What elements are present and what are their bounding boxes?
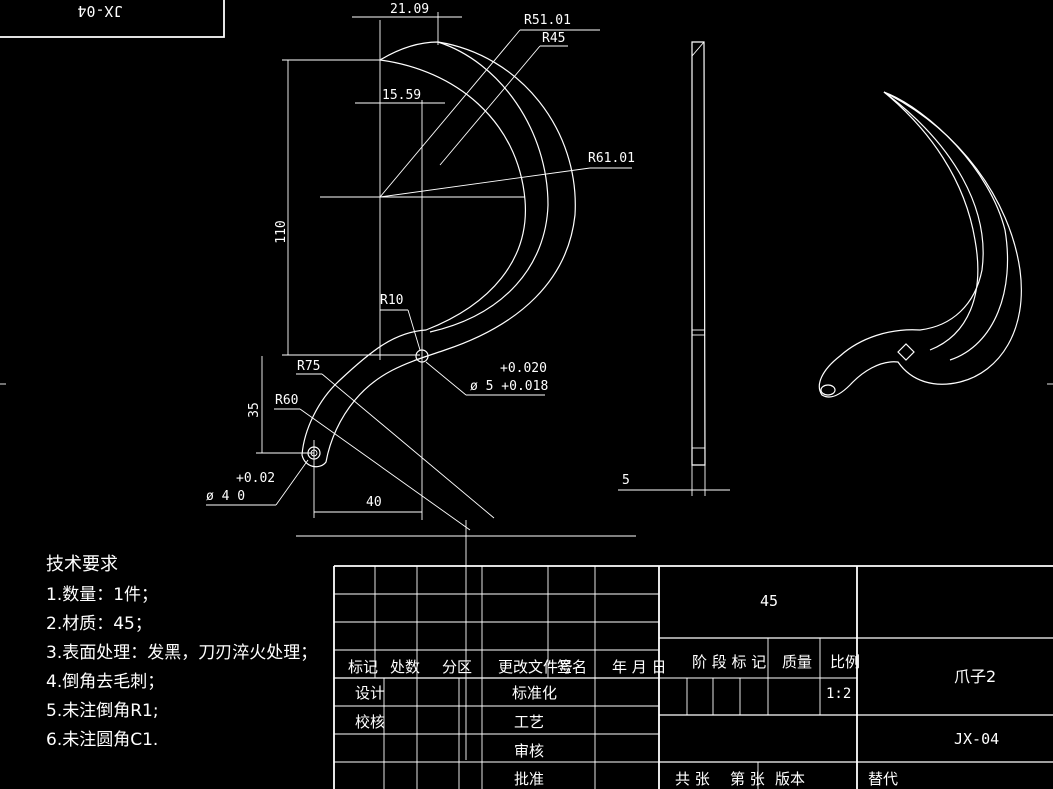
dim-r60: R60: [275, 393, 298, 408]
scale-value: 1:2: [826, 686, 851, 702]
header-zone: 分区: [442, 658, 472, 676]
top-left-code: JX-04: [77, 2, 122, 20]
dim-5: 5: [622, 473, 630, 488]
dim-40: 40: [366, 495, 382, 510]
dim-tol-020: +0.020: [500, 361, 547, 376]
header-mark: 标记: [348, 658, 378, 676]
dim-tol-02: +0.02: [236, 471, 275, 486]
part-name: 爪子2: [954, 667, 996, 686]
requirements-title: 技术要求: [46, 554, 118, 575]
sheet-no: 第 张: [730, 770, 765, 788]
cell-approve: 批准: [514, 770, 544, 788]
requirement-item: 2.材质：45；: [46, 614, 152, 634]
requirement-item: 3.表面处理：发黑，刀刃淬火处理；: [46, 643, 317, 663]
sheet-total: 共 张: [675, 770, 710, 788]
header-count: 处数: [390, 658, 420, 676]
dim-21-09: 21.09: [390, 2, 429, 17]
header-date: 年 月 日: [612, 658, 667, 676]
scale-label: 比例: [830, 653, 860, 671]
title-block: 标记 处数 分区 更改文件号 签名 年 月 日 设计 校核 标准化 工艺 审核 …: [333, 565, 1053, 789]
drawing-number: JX-04: [954, 730, 999, 748]
mass-label: 质量: [782, 653, 812, 671]
requirement-item: 4.倒角去毛刺；: [46, 672, 164, 692]
dim-r61: R61.01: [588, 151, 635, 166]
cell-design: 设计: [355, 684, 385, 702]
requirement-item: 5.未注倒角R1;: [46, 701, 159, 721]
dim-hole-5: ø 5 +0.018: [470, 379, 548, 394]
top-left-code-box: JX-04: [0, 0, 225, 38]
dim-r10: R10: [380, 293, 403, 308]
dim-110: 110: [274, 220, 289, 243]
technical-requirements: 技术要求 1.数量：1件； 2.材质：45； 3.表面处理：发黑，刀刃淬火处理；…: [46, 554, 317, 750]
front-view: 21.09 R51.01 R45 15.59 R61.01 110 R10 +0…: [206, 2, 636, 760]
cell-review: 审核: [514, 742, 544, 760]
header-change-doc: 更改文件号: [498, 658, 573, 676]
side-view: 5: [618, 41, 730, 496]
dim-hole-4: ø 4 0: [206, 489, 245, 504]
requirement-item: 1.数量：1件；: [46, 585, 158, 605]
cell-process: 工艺: [514, 713, 544, 731]
isometric-view: [818, 91, 1022, 398]
dim-r75: R75: [297, 359, 320, 374]
cell-check: 校核: [355, 713, 385, 731]
blade-inner-edge: [429, 41, 549, 333]
dim-r45: R45: [542, 31, 565, 46]
dim-35: 35: [247, 402, 262, 418]
cell-standardize: 标准化: [512, 684, 557, 702]
hook-outline: [301, 41, 576, 468]
stage-mark-label: 阶 段 标 记: [692, 653, 766, 671]
dim-15-59: 15.59: [382, 88, 421, 103]
header-sign: 签名: [557, 658, 587, 676]
version-label: 版本: [775, 770, 805, 788]
material-value: 45: [760, 592, 778, 610]
replace-label: 替代: [868, 770, 898, 788]
dim-r51: R51.01: [524, 13, 571, 28]
requirement-item: 6.未注圆角C1.: [46, 730, 158, 750]
